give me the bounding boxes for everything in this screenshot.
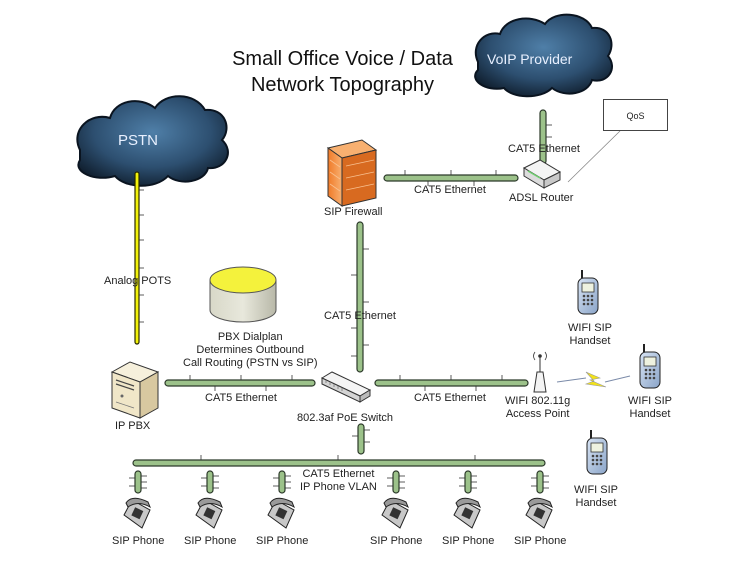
poe-switch-icon[interactable] xyxy=(320,371,372,403)
sip-phone-icon[interactable] xyxy=(123,497,152,529)
wifi-handset-icon[interactable] xyxy=(577,270,599,315)
wifi-handset-label: WIFI SIP Handset xyxy=(574,484,618,510)
cable-switch-ap xyxy=(374,379,529,387)
voip-provider-cloud xyxy=(474,13,613,98)
cable-ticks xyxy=(139,124,552,460)
cable-phone-vlan-bus xyxy=(132,459,546,467)
cable-switch-vlan xyxy=(357,423,365,455)
sip-phone-label: SIP Phone xyxy=(184,535,237,547)
wireless-link-lightning-icon xyxy=(556,371,631,388)
qos-callout-line xyxy=(567,130,621,183)
sip-phone-label: SIP Phone xyxy=(256,535,309,547)
title-line-1: Small Office Voice / Data xyxy=(232,48,453,70)
wifi-handset-label-line-2: Handset xyxy=(569,335,611,347)
access-point-label-line-2: Access Point xyxy=(505,408,570,420)
wifi-handset-label-line-1: WIFI SIP xyxy=(568,322,612,334)
wifi-handset-label: WIFI SIP Handset xyxy=(628,395,672,421)
sip-phones xyxy=(123,497,554,529)
pstn-cloud xyxy=(76,95,229,187)
link-label-phone-vlan-line-1: CAT5 Ethernet xyxy=(302,468,375,480)
link-label-phone-vlan: CAT5 Ethernet IP Phone VLAN xyxy=(300,468,377,494)
sip-phone-icon[interactable] xyxy=(267,497,296,529)
drop-cable xyxy=(387,470,405,494)
phone-drops xyxy=(129,470,549,494)
sip-phone-icon[interactable] xyxy=(453,497,482,529)
poe-switch-label: 802.3af PoE Switch xyxy=(297,412,394,424)
link-label-firewall-router: CAT5 Ethernet xyxy=(414,184,486,196)
sip-firewall-icon[interactable] xyxy=(326,139,378,207)
dialplan-label-line-2: Determines Outbound xyxy=(196,344,305,356)
sip-phone-label: SIP Phone xyxy=(442,535,495,547)
link-label-pbx-switch: CAT5 Ethernet xyxy=(205,392,277,404)
access-point-label-line-1: WIFI 802.11g xyxy=(505,395,571,407)
cable-pstn-pbx xyxy=(134,171,140,345)
link-label-pstn-pbx: Analog POTS xyxy=(104,275,172,287)
adsl-router-label: ADSL Router xyxy=(509,192,574,204)
sip-phone-icon[interactable] xyxy=(195,497,224,529)
access-point-label: WIFI 802.11g Access Point xyxy=(505,395,570,421)
dialplan-label-line-1: PBX Dialplan xyxy=(217,331,283,343)
ip-pbx-label: IP PBX xyxy=(115,420,151,432)
wifi-handset-label-line-1: WIFI SIP xyxy=(628,395,672,407)
link-label-phone-vlan-line-2: IP Phone VLAN xyxy=(300,481,377,493)
drop-cable xyxy=(273,470,291,494)
link-label-switch-ap: CAT5 Ethernet xyxy=(414,392,486,404)
dialplan-label-line-3: Call Routing (PSTN vs SIP) xyxy=(183,357,318,369)
cable-firewall-switch xyxy=(356,221,364,373)
wifi-handset-label: WIFI SIP Handset xyxy=(568,322,612,348)
wifi-handset-icon[interactable] xyxy=(586,430,608,475)
ip-pbx-server-icon[interactable] xyxy=(110,361,160,419)
adsl-router-icon[interactable] xyxy=(522,159,562,189)
wifi-handset-label-line-1: WIFI SIP xyxy=(574,484,618,496)
drop-cable xyxy=(459,470,477,494)
qos-note: QoS xyxy=(603,99,668,131)
wifi-handset-icon[interactable] xyxy=(639,344,661,389)
sip-phone-label: SIP Phone xyxy=(514,535,567,547)
wifi-access-point-icon[interactable] xyxy=(533,351,547,393)
cable-pbx-switch xyxy=(164,379,316,387)
sip-phone-label: SIP Phone xyxy=(370,535,423,547)
pbx-dialplan-database-icon xyxy=(209,266,277,323)
title-line-2: Network Topography xyxy=(250,74,435,96)
drop-cable xyxy=(129,470,147,494)
cable-firewall-router xyxy=(383,174,519,182)
link-label-voip-router: CAT5 Ethernet xyxy=(508,143,580,155)
cables xyxy=(132,109,547,467)
diagram-title: Small Office Voice / Data Network Topogr… xyxy=(200,46,485,98)
link-label-firewall-switch: CAT5 Ethernet xyxy=(324,310,396,322)
dialplan-label: PBX Dialplan Determines Outbound Call Ro… xyxy=(183,331,317,370)
sip-phone-label: SIP Phone xyxy=(112,535,165,547)
wifi-handsets xyxy=(577,270,661,475)
sip-firewall-label: SIP Firewall xyxy=(324,206,383,218)
drop-cable xyxy=(201,470,219,494)
pstn-label: PSTN xyxy=(118,132,159,149)
sip-phone-icon[interactable] xyxy=(525,497,554,529)
wifi-handset-label-line-2: Handset xyxy=(629,408,671,420)
sip-phone-icon[interactable] xyxy=(381,497,410,529)
drop-cable xyxy=(531,470,549,494)
wifi-handset-label-line-2: Handset xyxy=(575,497,617,509)
voip-provider-label: VoIP Provider xyxy=(487,51,573,67)
